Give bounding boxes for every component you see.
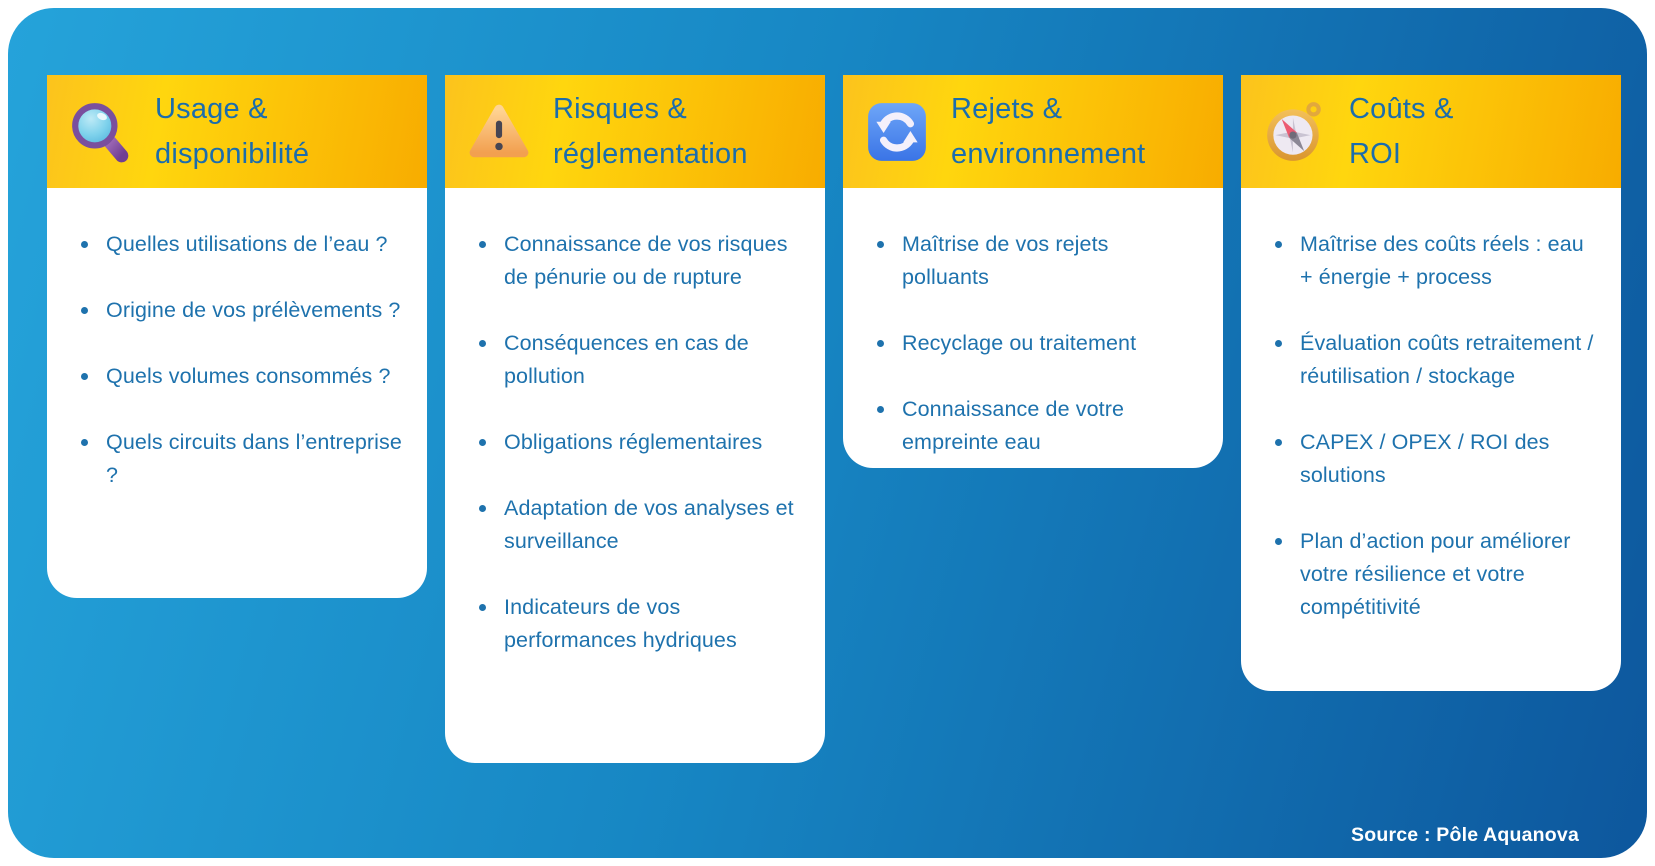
bullet-item: CAPEX / OPEX / ROI des solutions (1271, 426, 1597, 492)
warning-icon (465, 98, 533, 166)
bullet-item: Conséquences en cas de pollution (475, 327, 801, 393)
bullet-list: Maîtrise des coûts réels : eau + énergie… (1271, 228, 1597, 624)
bullet-item: Plan d’action pour améliorer votre résil… (1271, 525, 1597, 624)
bullet-item: Connaissance de votre empreinte eau (873, 393, 1199, 459)
card-body: Maîtrise des coûts réels : eau + énergie… (1241, 188, 1621, 691)
compass-icon (1261, 98, 1329, 166)
card-title-line1: Rejets & (951, 92, 1063, 125)
bullet-item: Quelles utilisations de l’eau ? (77, 228, 403, 261)
bullet-item: Maîtrise de vos rejets polluants (873, 228, 1199, 294)
bullet-item: Connaissance de vos risques de pénurie o… (475, 228, 801, 294)
card-title-line2: disponibilité (155, 137, 310, 170)
infographic-panel: Usage & disponibilité Quelles utilisatio… (8, 8, 1647, 858)
cards-row: Usage & disponibilité Quelles utilisatio… (8, 8, 1647, 763)
card-header: Usage & disponibilité (47, 75, 427, 188)
card-couts-roi: Coûts & ROI Maîtrise des coûts réels : e… (1241, 75, 1621, 691)
card-title-line1: Risques & (553, 92, 687, 125)
card-rejets-environnement: Rejets & environnement Maîtrise de vos r… (843, 75, 1223, 468)
bullet-list: Quelles utilisations de l’eau ? Origine d… (77, 228, 403, 492)
bullet-item: Maîtrise des coûts réels : eau + énergie… (1271, 228, 1597, 294)
recycle-arrows-icon (863, 98, 931, 166)
bullet-list: Connaissance de vos risques de pénurie o… (475, 228, 801, 657)
bullet-item: Recyclage ou traitement (873, 327, 1199, 360)
bullet-item: Adaptation de vos analyses et surveillan… (475, 492, 801, 558)
bullet-item: Obligations réglementaires (475, 426, 801, 459)
card-title-line1: Coûts & (1349, 92, 1454, 125)
card-title: Risques & réglementation (553, 87, 748, 177)
card-title: Usage & disponibilité (155, 87, 309, 177)
card-usage-disponibilite: Usage & disponibilité Quelles utilisatio… (47, 75, 427, 598)
bullet-item: Quels circuits dans l’entreprise ? (77, 426, 403, 492)
card-title-line2: ROI (1349, 137, 1402, 170)
card-title-line2: environnement (951, 137, 1146, 170)
card-title: Rejets & environnement (951, 87, 1145, 177)
card-risques-reglementation: Risques & réglementation Connaissance de… (445, 75, 825, 763)
bullet-item: Évaluation coûts retraitement / réutilis… (1271, 327, 1597, 393)
card-body: Quelles utilisations de l’eau ? Origine d… (47, 188, 427, 598)
bullet-item: Origine de vos prélèvements ? (77, 294, 403, 327)
magnifier-icon (67, 98, 135, 166)
card-body: Connaissance de vos risques de pénurie o… (445, 188, 825, 763)
card-header: Rejets & environnement (843, 75, 1223, 188)
card-header: Coûts & ROI (1241, 75, 1621, 188)
bullet-item: Indicateurs de vos performances hydrique… (475, 591, 801, 657)
bullet-item: Quels volumes consommés ? (77, 360, 403, 393)
card-header: Risques & réglementation (445, 75, 825, 188)
card-title: Coûts & ROI (1349, 87, 1454, 177)
source-credit: Source : Pôle Aquanova (1351, 824, 1579, 846)
card-title-line1: Usage & (155, 92, 268, 125)
card-title-line2: réglementation (553, 137, 748, 170)
